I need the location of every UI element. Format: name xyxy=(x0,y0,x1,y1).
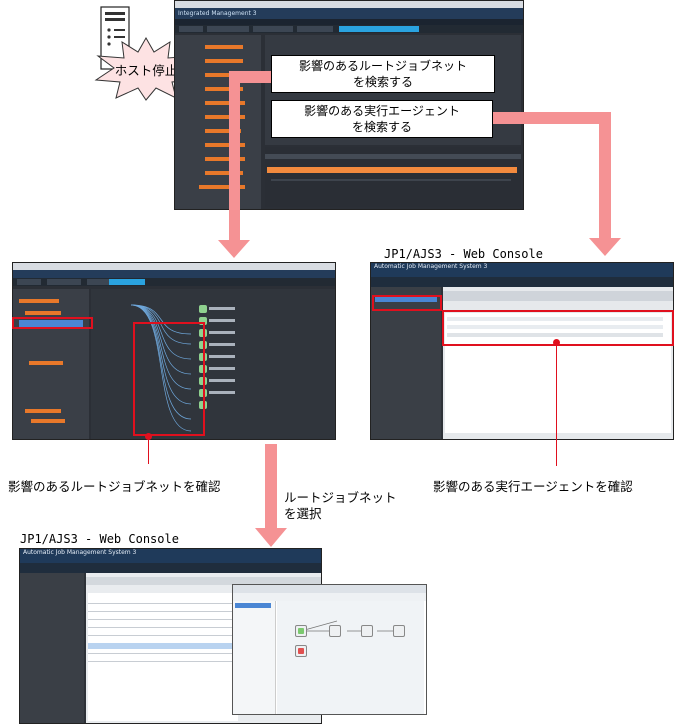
web-console-label-bottom: JP1/AJS3 - Web Console xyxy=(20,532,179,546)
host-stop-burst: ホスト停止 xyxy=(94,36,198,102)
pointer-line-root-jobnets xyxy=(148,438,149,464)
pointer-dot-root-jobnets xyxy=(145,433,152,440)
pointer-line-agent xyxy=(556,346,557,466)
web-console-agent-screenshot: Automatic Job Management System 3 xyxy=(370,262,674,440)
jobnet-detail-window xyxy=(232,584,427,715)
ajs-title-bottom: Automatic Job Management System 3 xyxy=(20,549,321,563)
search-agent-callout: 影響のある実行エージェント を検索する xyxy=(271,100,493,138)
arrow-to-jobnet-view xyxy=(255,444,287,547)
highlight-root-jobnets xyxy=(133,322,205,436)
search-root-jobnet-callout: 影響のあるルートジョブネット を検索する xyxy=(271,55,495,93)
arrow-to-agent-view xyxy=(493,112,621,256)
host-stop-label: ホスト停止 xyxy=(114,63,178,78)
highlight-agent-menu xyxy=(372,295,442,311)
arrow-to-im-view xyxy=(218,71,271,258)
pointer-dot-agent xyxy=(553,339,560,346)
ajs-title: Automatic Job Management System 3 xyxy=(371,263,673,277)
confirm-root-jobnet-label: 影響のあるルートジョブネットを確認 xyxy=(8,479,221,494)
web-console-label-right: JP1/AJS3 - Web Console xyxy=(384,247,543,261)
im-title: Integrated Management 3 xyxy=(175,8,523,19)
confirm-agent-label: 影響のある実行エージェントを確認 xyxy=(433,479,633,494)
im-jobnet-screenshot xyxy=(12,262,336,440)
select-root-jobnet-label: ルートジョブネット を選択 xyxy=(284,490,397,521)
highlight-host-node xyxy=(12,317,93,329)
